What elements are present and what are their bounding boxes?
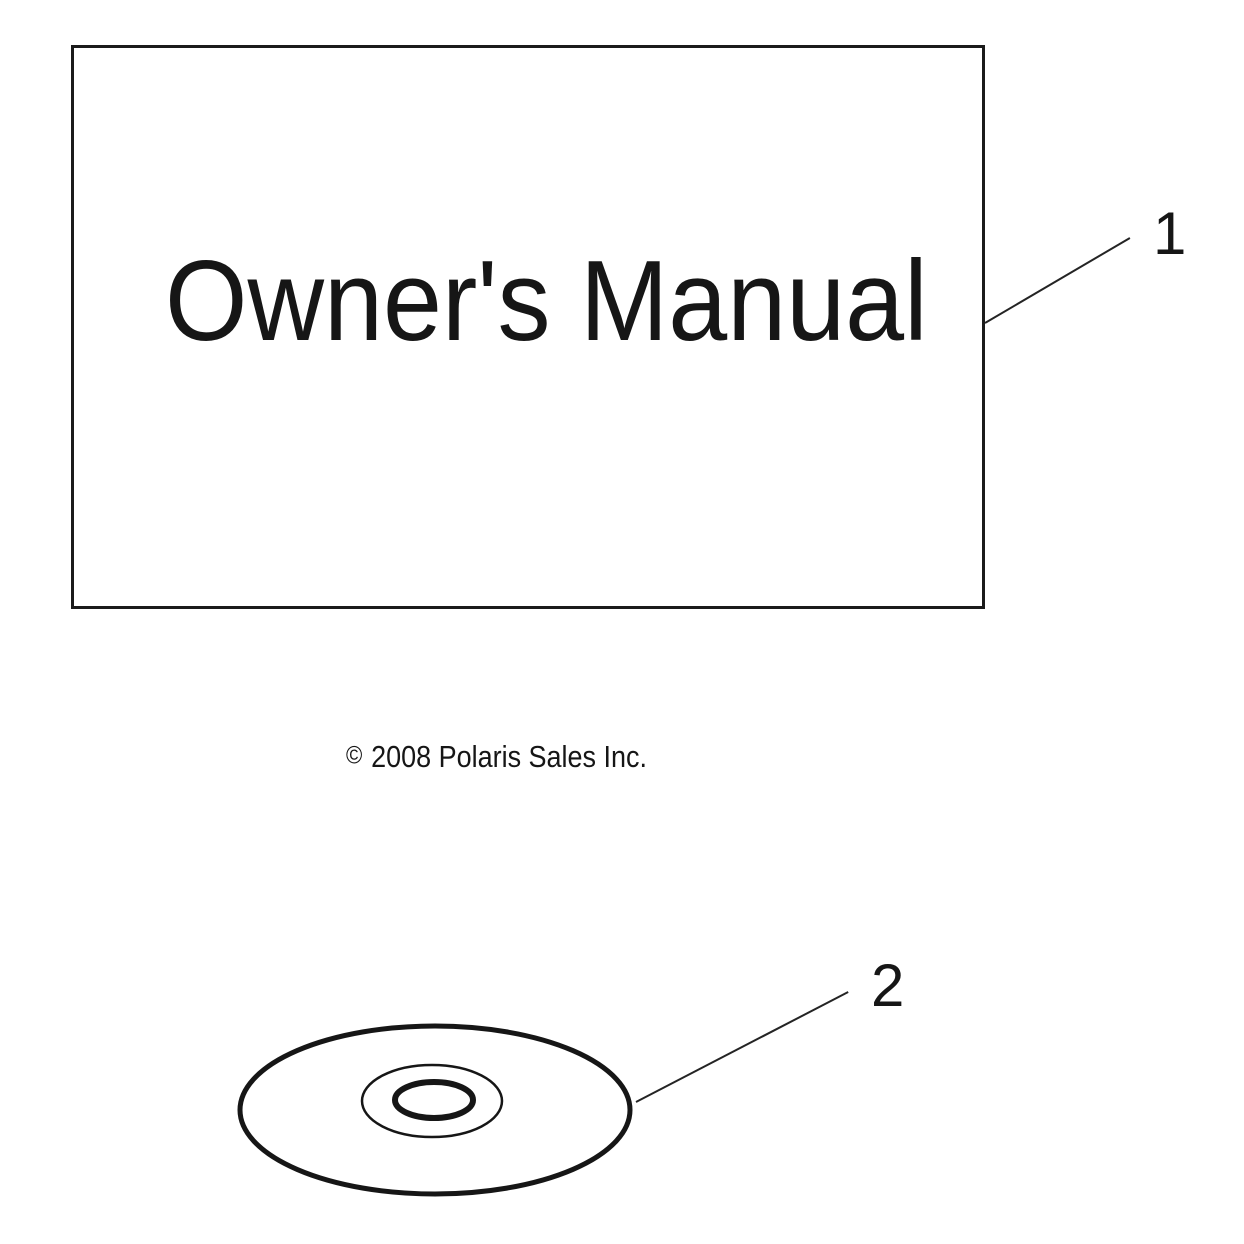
- copyright-text: 2008 Polaris Sales Inc.: [371, 739, 647, 774]
- callout-1-label: 1: [1153, 200, 1187, 267]
- copyright-notice: © 2008 Polaris Sales Inc.: [346, 741, 647, 772]
- cd-disc-drawing: [237, 1023, 633, 1197]
- disc-center-hole: [392, 1079, 476, 1121]
- owners-manual-outline: Owner's Manual: [71, 45, 985, 609]
- callout-2-leader-line: [635, 991, 849, 1103]
- callout-1-leader-line: [984, 237, 1131, 324]
- copyright-symbol: ©: [346, 741, 364, 770]
- disc-label-ring: [360, 1063, 504, 1139]
- callout-2-label: 2: [871, 952, 905, 1019]
- owners-manual-title: Owner's Manual: [165, 238, 928, 365]
